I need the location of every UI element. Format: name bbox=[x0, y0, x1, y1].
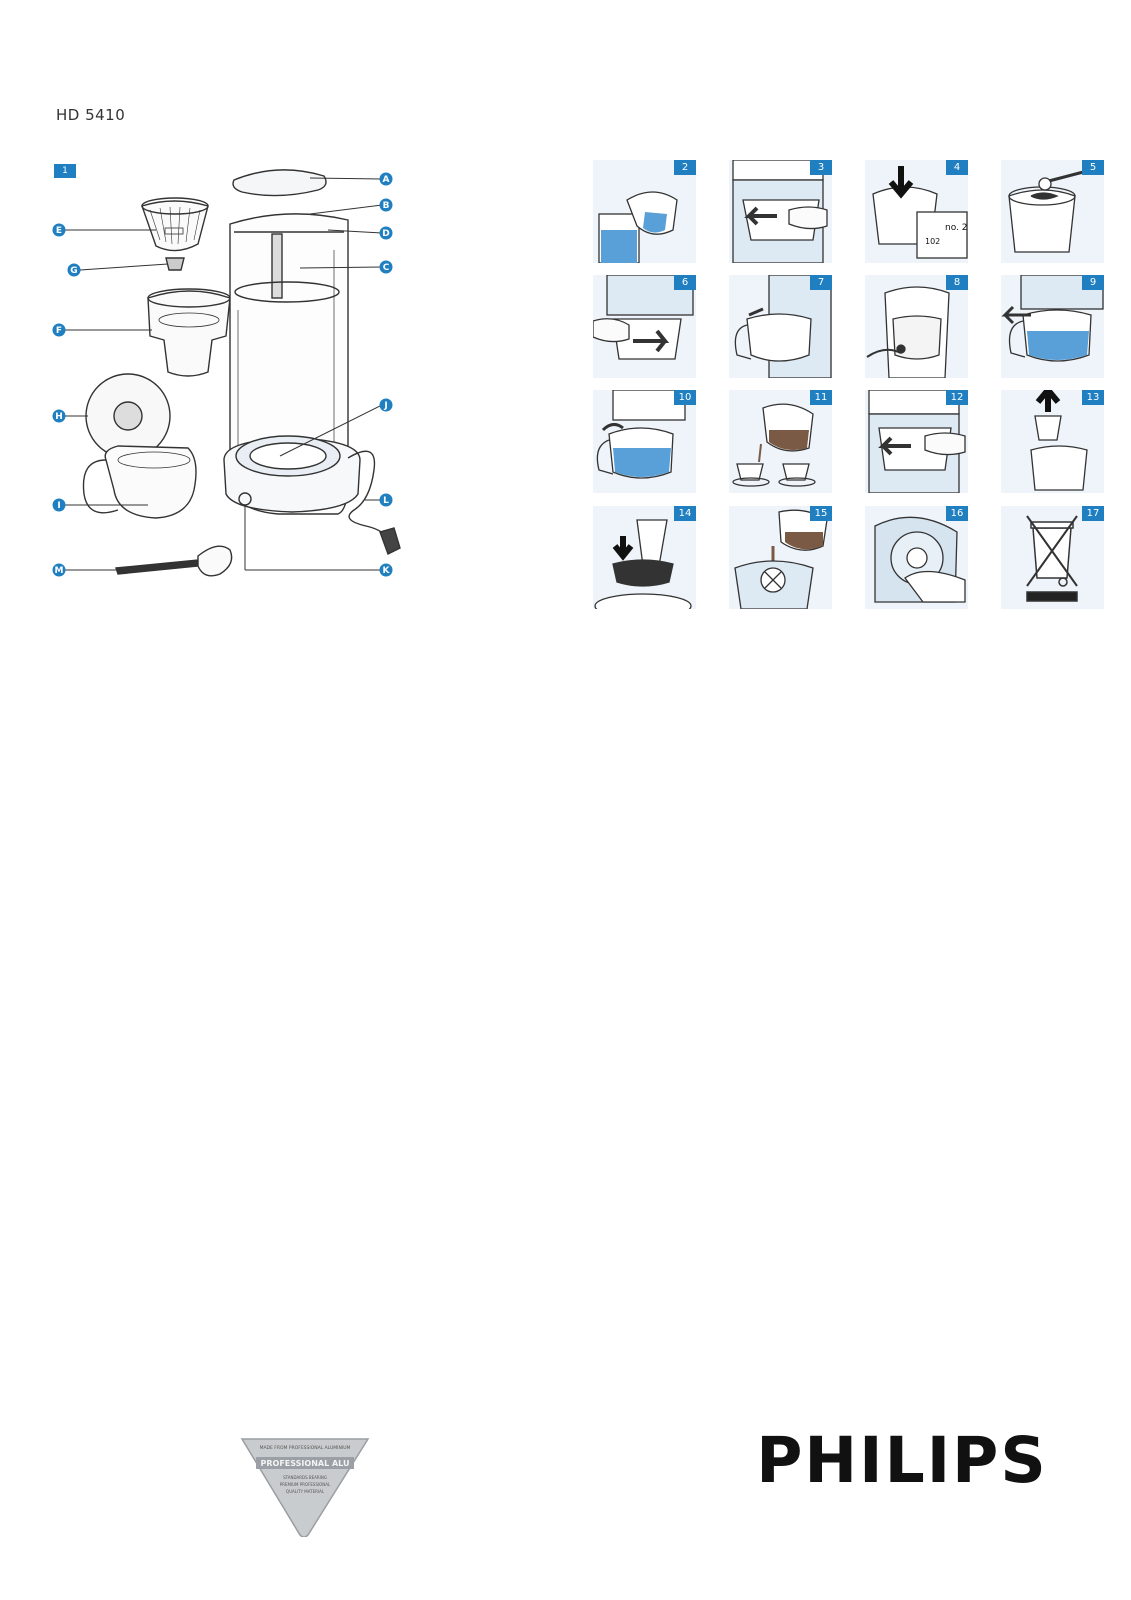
part-label-G: G bbox=[67, 263, 81, 277]
svg-text:K: K bbox=[383, 566, 391, 576]
figure-badge: 1 bbox=[54, 164, 76, 178]
step-8-illustration: 8 bbox=[865, 275, 968, 378]
step-7-illustration: 7 bbox=[729, 275, 832, 378]
professional-alu-seal: MADE FROM PROFESSIONAL ALUMINIUM PROFESS… bbox=[240, 1438, 370, 1537]
step-number: 8 bbox=[946, 275, 968, 290]
svg-text:L: L bbox=[383, 496, 389, 506]
step-number: 5 bbox=[1082, 160, 1104, 175]
step-4-illustration: no. 2 102 4 bbox=[865, 160, 968, 263]
step-number: 3 bbox=[810, 160, 832, 175]
step-number: 17 bbox=[1082, 506, 1104, 521]
step-number: 16 bbox=[946, 506, 968, 521]
step-number: 2 bbox=[674, 160, 696, 175]
svg-text:G: G bbox=[70, 266, 77, 276]
filter-code-text: 102 bbox=[925, 237, 940, 246]
svg-text:M: M bbox=[55, 566, 64, 576]
step-number: 7 bbox=[810, 275, 832, 290]
filter-size-text: no. 2 bbox=[945, 223, 968, 233]
svg-text:D: D bbox=[382, 229, 389, 239]
svg-text:PROFESSIONAL ALU: PROFESSIONAL ALU bbox=[261, 1459, 350, 1468]
step-14-illustration: 14 bbox=[593, 506, 696, 609]
step-11-illustration: 11 bbox=[729, 390, 832, 493]
step-number: 10 bbox=[674, 390, 696, 405]
part-label-F: F bbox=[52, 323, 66, 337]
step-2-illustration: 2 bbox=[593, 160, 696, 263]
svg-text:E: E bbox=[56, 226, 62, 236]
philips-logo: PHILIPS bbox=[756, 1424, 1048, 1497]
svg-text:B: B bbox=[383, 201, 390, 211]
part-label-L: L bbox=[379, 493, 393, 507]
part-label-D: D bbox=[379, 226, 393, 240]
part-label-C: C bbox=[379, 260, 393, 274]
step-15-illustration: 15 bbox=[729, 506, 832, 609]
step-number: 11 bbox=[810, 390, 832, 405]
step-10-illustration: 10 bbox=[593, 390, 696, 493]
step-17-illustration: 17 bbox=[1001, 506, 1104, 609]
part-label-K: K bbox=[379, 563, 393, 577]
svg-text:QUALITY MATERIAL: QUALITY MATERIAL bbox=[286, 1489, 325, 1494]
part-label-H: H bbox=[52, 409, 66, 423]
svg-text:PREMIUM PROFESSIONAL: PREMIUM PROFESSIONAL bbox=[280, 1482, 331, 1487]
step-number: 6 bbox=[674, 275, 696, 290]
step-number: 4 bbox=[946, 160, 968, 175]
step-9-illustration: 9 bbox=[1001, 275, 1104, 378]
part-label-I: I bbox=[52, 498, 66, 512]
svg-text:J: J bbox=[383, 401, 387, 411]
part-label-E: E bbox=[52, 223, 66, 237]
part-label-J: J bbox=[379, 398, 393, 412]
svg-text:F: F bbox=[56, 326, 62, 336]
step-number: 14 bbox=[674, 506, 696, 521]
svg-text:A: A bbox=[383, 175, 390, 185]
part-label-M: M bbox=[52, 563, 66, 577]
part-label-B: B bbox=[379, 198, 393, 212]
model-number: HD 5410 bbox=[56, 106, 126, 124]
step-3-illustration: 3 bbox=[729, 160, 832, 263]
step-12-illustration: 12 bbox=[865, 390, 968, 493]
svg-text:H: H bbox=[55, 412, 63, 422]
step-5-illustration: 5 bbox=[1001, 160, 1104, 263]
step-number: 12 bbox=[946, 390, 968, 405]
svg-text:MADE FROM PROFESSIONAL ALUMINI: MADE FROM PROFESSIONAL ALUMINIUM bbox=[260, 1445, 351, 1451]
svg-text:C: C bbox=[383, 263, 390, 273]
step-16-illustration: 16 bbox=[865, 506, 968, 609]
svg-text:STANDARDS BEARING: STANDARDS BEARING bbox=[283, 1475, 327, 1480]
svg-text:I: I bbox=[57, 501, 60, 511]
step-13-illustration: 13 bbox=[1001, 390, 1104, 493]
step-number: 15 bbox=[810, 506, 832, 521]
step-6-illustration: 6 bbox=[593, 275, 696, 378]
product-diagram: A B D C E G F J H I L M K bbox=[52, 169, 401, 577]
part-label-A: A bbox=[379, 172, 393, 186]
step-number: 13 bbox=[1082, 390, 1104, 405]
step-number: 9 bbox=[1082, 275, 1104, 290]
